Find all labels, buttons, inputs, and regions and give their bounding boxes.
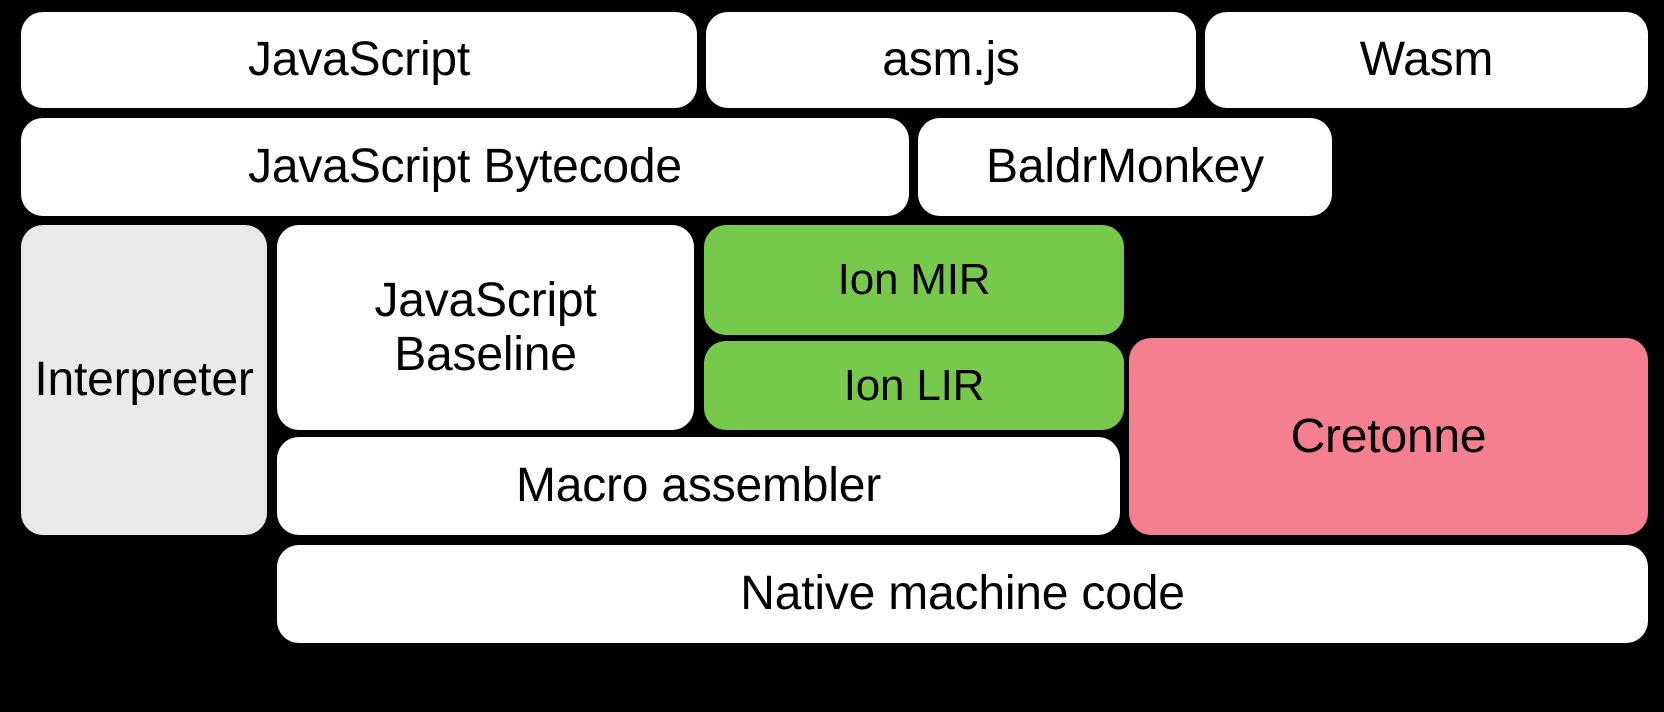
node-ion-mir-label: Ion MIR [837, 255, 991, 305]
node-baldrmonkey-label: BaldrMonkey [986, 140, 1264, 194]
node-macro-assembler[interactable]: Macro assembler [277, 437, 1120, 535]
node-javascript-baseline[interactable]: JavaScript Baseline [277, 225, 694, 430]
node-javascript[interactable]: JavaScript [21, 12, 697, 108]
node-asmjs[interactable]: asm.js [706, 12, 1196, 108]
node-javascript-bytecode-label: JavaScript Bytecode [248, 140, 682, 194]
node-wasm[interactable]: Wasm [1205, 12, 1648, 108]
node-wasm-label: Wasm [1359, 33, 1494, 87]
node-macro-assembler-label: Macro assembler [515, 459, 882, 513]
node-interpreter[interactable]: Interpreter [21, 225, 267, 535]
node-native-machine-code[interactable]: Native machine code [277, 545, 1648, 643]
node-javascript-baseline-label: JavaScript Baseline [374, 273, 597, 381]
node-cretonne[interactable]: Cretonne [1129, 338, 1648, 535]
node-cretonne-label: Cretonne [1290, 409, 1487, 463]
node-asmjs-label: asm.js [882, 33, 1020, 87]
node-interpreter-label: Interpreter [34, 353, 254, 407]
node-ion-mir[interactable]: Ion MIR [704, 225, 1124, 335]
node-baldrmonkey[interactable]: BaldrMonkey [918, 118, 1332, 216]
node-native-machine-code-label: Native machine code [740, 567, 1185, 621]
node-ion-lir-label: Ion LIR [843, 360, 985, 410]
node-ion-lir[interactable]: Ion LIR [704, 341, 1124, 430]
node-javascript-label: JavaScript [247, 33, 471, 87]
node-javascript-bytecode[interactable]: JavaScript Bytecode [21, 118, 909, 216]
